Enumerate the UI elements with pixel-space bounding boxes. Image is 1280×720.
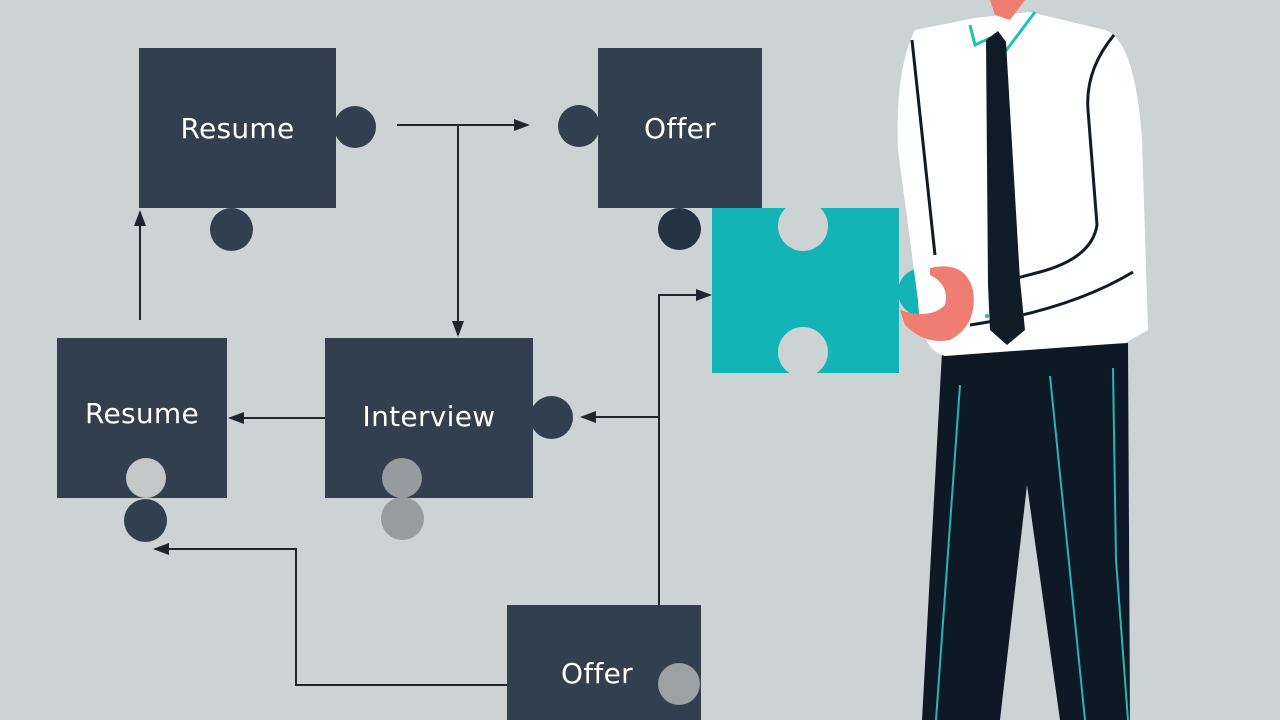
piece-label: Offer <box>561 657 633 690</box>
puzzle-knob <box>381 497 424 540</box>
puzzle-knob-socket <box>382 458 422 498</box>
piece-label: Resume <box>84 396 200 430</box>
arrow-offer-to-teal <box>658 289 712 605</box>
puzzle-knob-socket <box>126 458 166 498</box>
teal-puzzle-piece <box>712 201 946 377</box>
puzzle-knob-socket <box>658 663 700 705</box>
piece-label: Resume <box>180 111 295 145</box>
puzzle-knob <box>658 208 701 250</box>
hand <box>900 266 974 341</box>
puzzle-knob <box>124 499 167 542</box>
puzzle-knob <box>558 105 600 147</box>
puzzle-knob <box>530 396 573 439</box>
puzzle-knob <box>210 208 253 251</box>
piece-label: Interview <box>362 400 496 433</box>
shirt <box>897 0 1148 356</box>
puzzle-piece-offer-top: Offer <box>598 48 762 208</box>
puzzle-piece-interview: Interview <box>325 338 533 498</box>
puzzle-knob <box>334 106 376 148</box>
arrow-offer-to-resume <box>153 543 507 686</box>
tie <box>986 31 1025 345</box>
puzzle-piece-resume-top: Resume <box>139 48 336 208</box>
trousers <box>922 343 1130 720</box>
piece-label: Offer <box>644 111 716 145</box>
